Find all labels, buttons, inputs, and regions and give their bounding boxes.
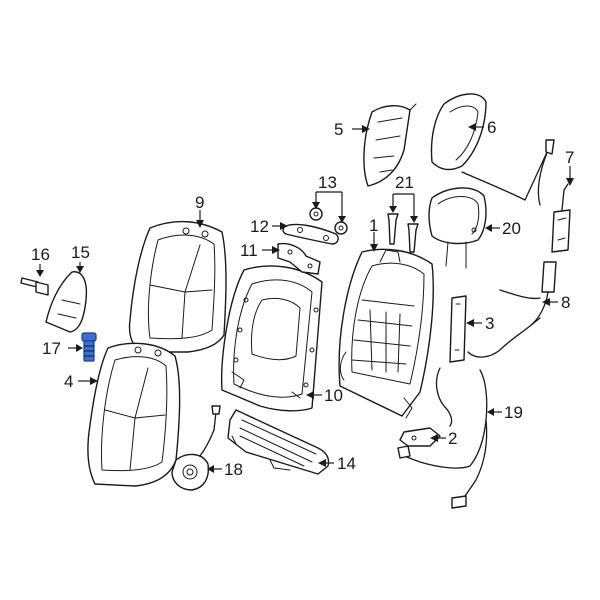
part-3-airbag[interactable] — [449, 295, 467, 363]
callout-11: 11 — [240, 241, 258, 260]
callout-13: 13 — [318, 173, 337, 192]
part-9-seatback-cover[interactable] — [128, 220, 227, 353]
part-16-bolt[interactable] — [20, 277, 49, 296]
callout-16: 16 — [31, 245, 50, 264]
part-19-wiring-harness[interactable] — [397, 367, 488, 509]
callout-4: 4 — [64, 372, 73, 391]
part-8-wiring-harness[interactable] — [467, 261, 557, 358]
callout-labels: 1 2 3 4 5 6 7 8 9 10 11 12 13 14 15 16 1… — [31, 118, 574, 479]
part-7-sensor[interactable] — [551, 183, 571, 253]
callout-14: 14 — [337, 454, 356, 473]
part-6-bolster-cover[interactable] — [430, 93, 487, 171]
part-17-bolt-highlighted[interactable] — [81, 332, 97, 362]
part-12-bracket[interactable] — [282, 223, 339, 245]
callout-9: 9 — [195, 193, 204, 212]
part-1-seat-frame[interactable] — [338, 248, 434, 419]
callout-20: 20 — [502, 219, 521, 238]
callout-8: 8 — [561, 293, 570, 312]
callout-17: 17 — [42, 339, 61, 358]
callout-18: 18 — [224, 460, 243, 479]
part-4-seat-cushion-cover[interactable] — [87, 342, 181, 487]
callout-5: 5 — [334, 120, 343, 139]
callout-6: 6 — [487, 118, 496, 137]
part-2-bracket[interactable] — [399, 427, 441, 447]
callout-1: 1 — [369, 216, 378, 235]
part-14-lower-trim[interactable] — [227, 409, 330, 475]
wiring-harness-upper[interactable] — [461, 139, 555, 206]
part-13-fasteners[interactable] — [309, 207, 348, 235]
callout-10: 10 — [324, 386, 343, 405]
part-20-headrest[interactable] — [428, 187, 487, 269]
callout-15: 15 — [71, 243, 90, 262]
part-21-headrest-guides[interactable] — [387, 213, 419, 253]
callout-7: 7 — [565, 148, 574, 167]
part-5-side-trim[interactable] — [363, 103, 417, 187]
leader-lines — [36, 123, 574, 473]
part-11-plate[interactable] — [277, 242, 321, 275]
callout-2: 2 — [448, 429, 457, 448]
callout-12: 12 — [250, 217, 269, 236]
part-10-back-panel[interactable] — [221, 265, 323, 412]
callout-19: 19 — [504, 403, 523, 422]
part-15-trim-cover[interactable] — [45, 271, 88, 333]
callout-3: 3 — [485, 314, 494, 333]
callout-21: 21 — [395, 173, 414, 192]
part-18-recliner[interactable] — [171, 405, 221, 491]
